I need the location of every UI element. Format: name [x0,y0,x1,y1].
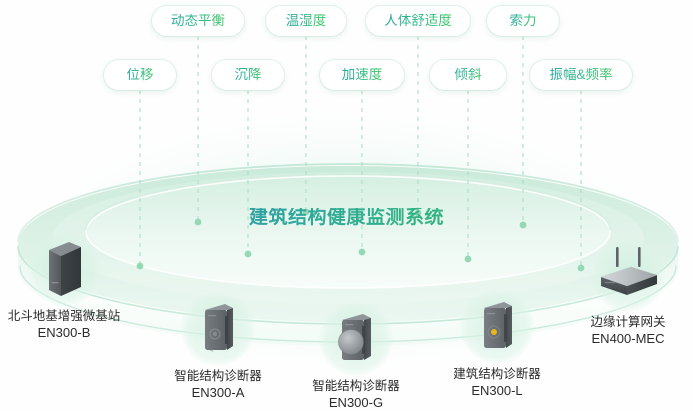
connector-endpoint-dot [358,248,366,256]
connector-endpoint-dot [414,209,422,217]
connector-endpoint-dot [194,218,202,226]
device-halo [460,290,534,364]
metric-pill-dynamic-balance[interactable]: 动态平衡 [152,6,244,36]
device-model: EN400-MEC [591,331,665,346]
device-node-diagnostic-g[interactable]: 智能结构诊断器 EN300-G [296,302,416,411]
metric-pill-displacement[interactable]: 位移 [104,60,176,90]
metric-pill-label: 索力 [509,13,537,29]
device-halo [591,238,665,312]
connector-endpoint-dot [519,221,527,229]
base-station-icon [49,242,81,296]
metric-pill-inclination[interactable]: 倾斜 [430,60,506,90]
metric-pill-settlement[interactable]: 沉降 [212,60,284,90]
structural-diagnostic-l-icon [484,302,512,348]
connector-endpoint-dot [464,255,472,263]
metric-pill-temp-humidity[interactable]: 温湿度 [266,6,346,36]
device-model: EN300-L [471,383,523,398]
metric-pill-label: 人体舒适度 [384,13,452,29]
metric-pill-label: 动态平衡 [171,13,225,29]
device-halo [27,232,101,306]
metric-pill-label: 沉降 [234,67,262,83]
metric-pill-amplitude-frequency[interactable]: 振幅&频率 [530,60,632,90]
metric-pill-label: 位移 [126,67,154,83]
metric-pill-label: 温湿度 [285,13,327,29]
metric-pill-human-comfort[interactable]: 人体舒适度 [366,6,470,36]
device-label: 北斗地基增强微基站 [7,309,121,323]
metric-pill-label: 加速度 [341,67,383,83]
device-node-base-station[interactable]: 北斗地基增强微基站 EN300-B [4,232,124,341]
edge-gateway-icon [600,247,658,295]
connector-endpoint-dot [136,262,144,270]
metric-pill-acceleration[interactable]: 加速度 [320,60,404,90]
structural-diagnostic-g-icon [338,314,371,360]
device-label: 建筑结构诊断器 [453,367,541,381]
antenna-left [616,247,619,267]
system-title: 建筑结构健康监测系统 [0,208,693,227]
device-halo [319,302,393,376]
device-label: 智能结构诊断器 [174,369,262,383]
metric-pill-label: 倾斜 [454,67,482,83]
status-indicator [491,329,497,335]
device-label: 智能结构诊断器 [312,379,400,393]
structural-diagnostic-a-icon [205,304,233,352]
device-model: EN300-B [37,325,91,340]
device-node-edge-gateway[interactable]: 边缘计算网关 EN400-MEC [568,238,688,347]
connector-endpoint-dot [302,208,310,216]
metric-pill-label: 振幅&频率 [549,67,613,83]
device-halo [181,292,255,366]
device-model: EN300-G [328,395,384,410]
device-node-diagnostic-l[interactable]: 建筑结构诊断器 EN300-L [437,290,557,399]
device-label: 边缘计算网关 [590,315,666,329]
connector-endpoint-dot [244,250,252,258]
antenna-right [638,247,641,267]
device-model: EN300-A [191,385,245,400]
device-node-diagnostic-a[interactable]: 智能结构诊断器 EN300-A [158,292,278,401]
metric-pill-cable-force[interactable]: 索力 [487,6,559,36]
